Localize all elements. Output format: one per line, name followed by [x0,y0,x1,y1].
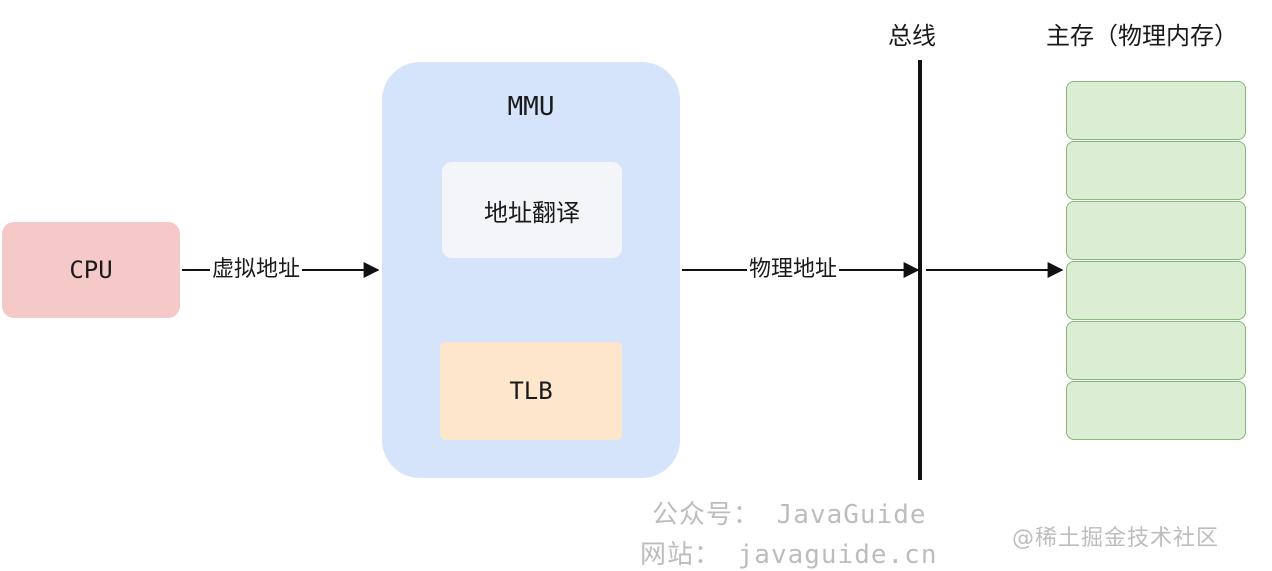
tlb-label: TLB [509,377,553,405]
memory-cell [1066,141,1246,200]
memory-cell [1066,81,1246,140]
memory-cell [1066,201,1246,260]
watermark-website: 网站： javaguide.cn [640,540,938,570]
bus-heading: 总线 [888,22,936,50]
main-memory-heading: 主存（物理内存） [1046,22,1238,50]
address-translation-label: 地址翻译 [484,198,580,227]
cpu-node: CPU [2,222,180,318]
tlb-node: TLB [440,342,622,440]
memory-cell [1066,261,1246,320]
mmu-label: MMU [507,92,555,122]
memory-cell [1066,321,1246,380]
memory-cell [1066,381,1246,440]
virtual-address-label: 虚拟地址 [210,257,303,283]
address-translation-node: 地址翻译 [442,162,622,258]
watermark-official-account: 公众号： JavaGuide [652,500,927,530]
watermark-juejin: @稀土掘金技术社区 [1012,526,1220,551]
cpu-label: CPU [69,256,113,284]
physical-address-label: 物理地址 [747,257,840,283]
